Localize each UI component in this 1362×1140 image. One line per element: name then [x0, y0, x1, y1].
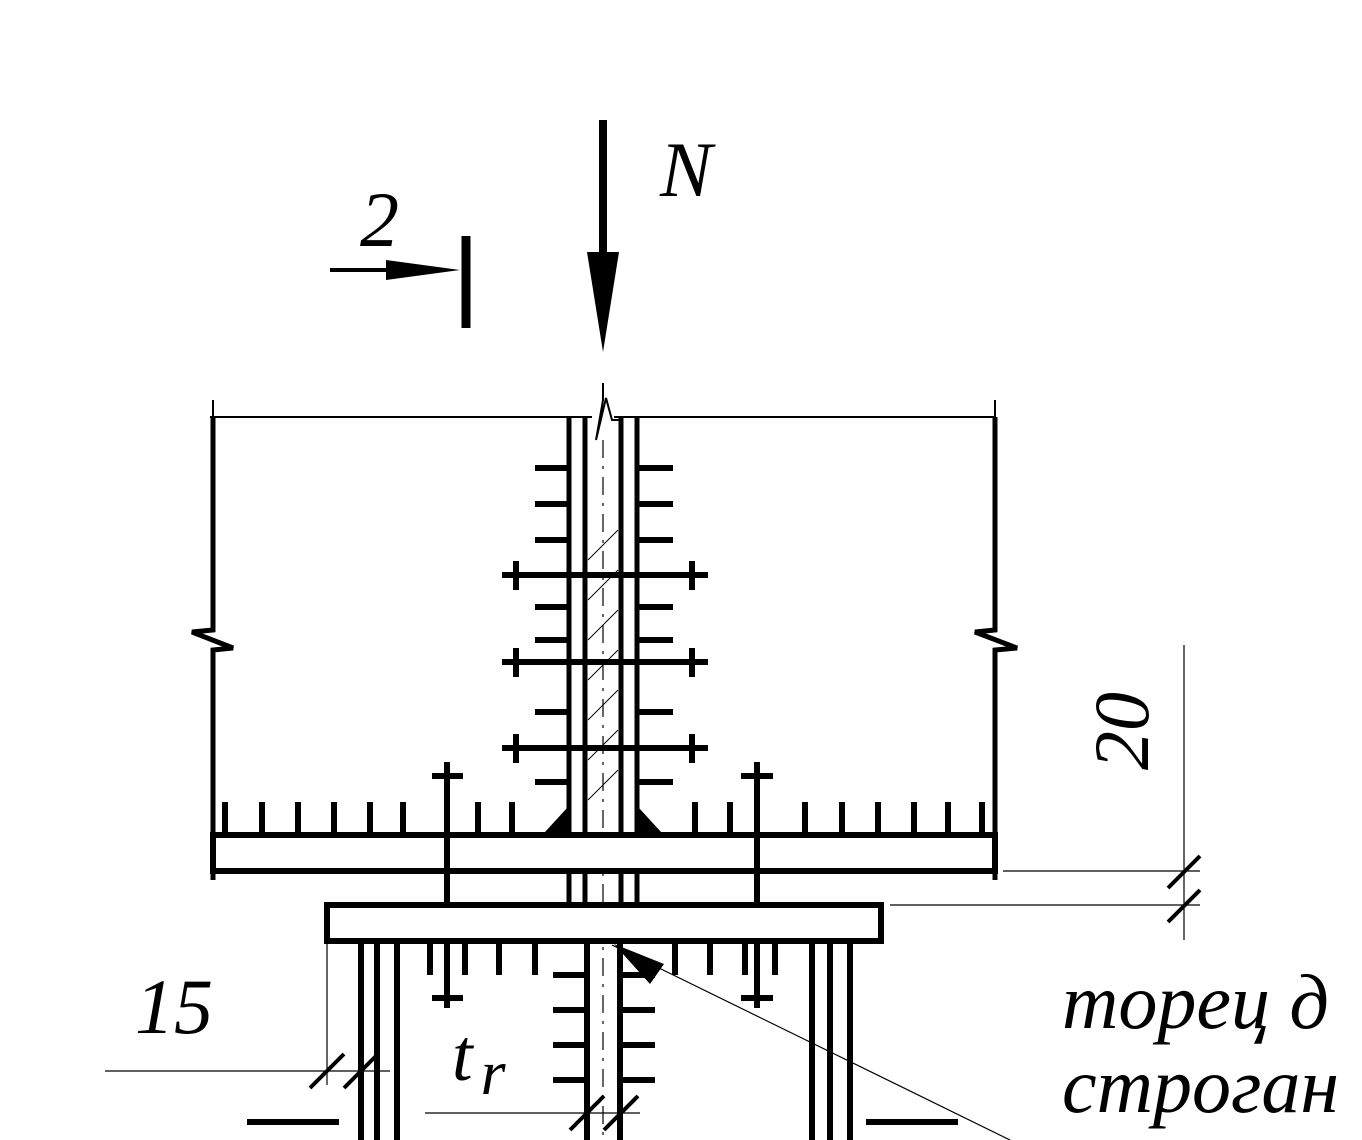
- lower-rib-ticks: [553, 972, 655, 1083]
- upper-plate: [210, 802, 998, 874]
- dimension-20: [890, 645, 1202, 940]
- web-bolts: [502, 561, 708, 763]
- column-outline: [191, 383, 1018, 880]
- thickness-subscript: r: [481, 1037, 507, 1108]
- dimension-15-label: 15: [135, 963, 213, 1050]
- note-line-1: торец д: [1062, 958, 1329, 1045]
- leader-line: [611, 944, 1011, 1140]
- thickness-symbol: t: [452, 1015, 475, 1097]
- lower-plate: [324, 902, 884, 975]
- note-line-2: строган: [1062, 1042, 1339, 1129]
- dimension-20-label: 20: [1078, 692, 1165, 770]
- upper-plate-ticks: [222, 802, 985, 835]
- column-web: [545, 417, 661, 1140]
- web-ticks: [535, 465, 673, 785]
- section-marker: [330, 236, 471, 328]
- force-label: N: [659, 126, 716, 213]
- force-arrow: [587, 120, 619, 352]
- section-number: 2: [360, 176, 399, 263]
- dimension-15: [105, 941, 390, 1090]
- dimension-tr: [425, 1094, 640, 1132]
- anchor-bolts: [432, 762, 773, 1008]
- lower-plate-ticks: [427, 941, 778, 975]
